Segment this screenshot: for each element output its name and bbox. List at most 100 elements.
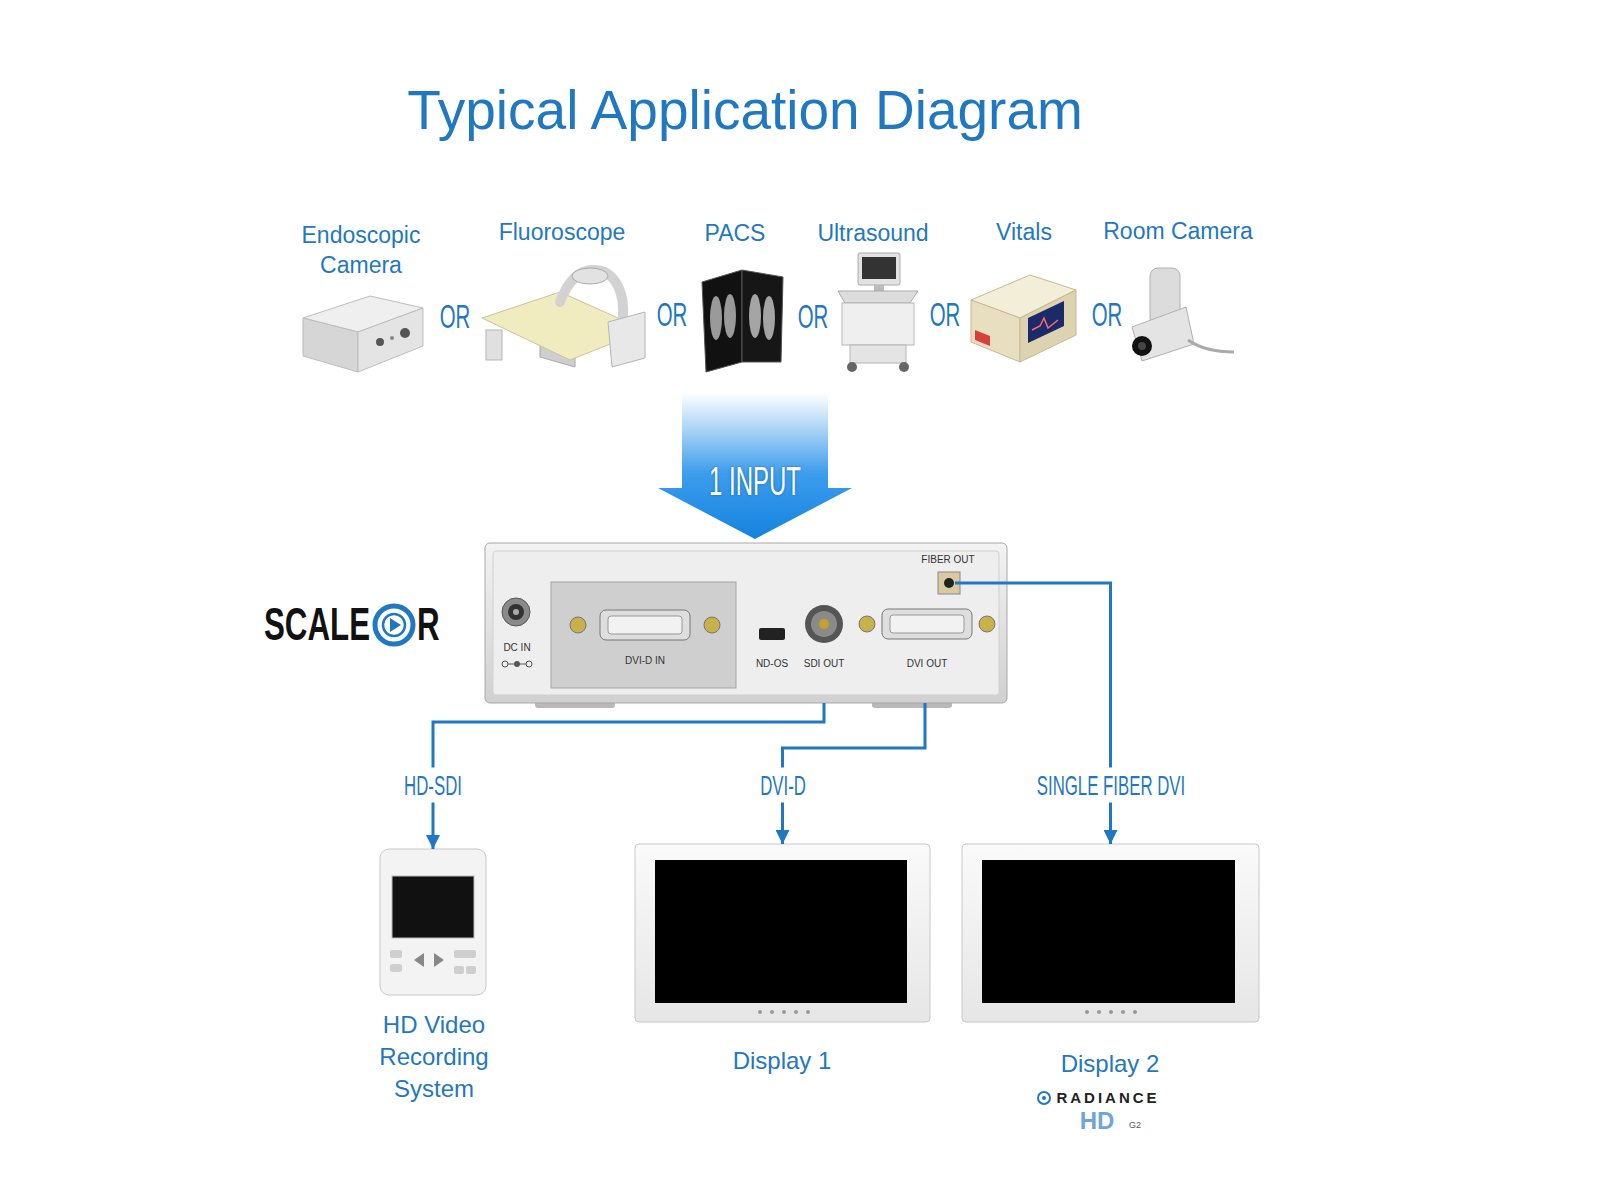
- device-label: Endoscopic Camera: [291, 220, 431, 280]
- or-label: OR: [1092, 293, 1123, 336]
- endoscopic-camera-unit: [303, 318, 358, 372]
- signal-label: HD-SDI: [400, 768, 465, 803]
- scaleor-device: [485, 543, 1007, 708]
- display-monitor: [982, 860, 1235, 1003]
- pacs-monitors: [749, 294, 761, 338]
- endoscopic-camera-unit: [358, 308, 423, 372]
- ultrasound-cart: [847, 362, 857, 372]
- source-device: Endoscopic Camera: [303, 296, 423, 372]
- scaleor-logo-mark: [375, 606, 413, 644]
- port-label: DVI-D IN: [625, 654, 665, 668]
- display-monitor: [794, 1010, 798, 1014]
- endoscopic-camera-unit: [390, 336, 394, 340]
- scaleor-device: [514, 661, 520, 667]
- device-label: HD Video Recording System: [364, 1009, 504, 1105]
- display-monitor: [806, 1010, 810, 1014]
- scaleor-device: [819, 619, 829, 629]
- fluoroscope-c-arm: [486, 330, 502, 360]
- ultrasound-cart: [838, 291, 918, 303]
- vitals-monitor: [1028, 301, 1064, 343]
- endoscopic-camera-unit: [400, 328, 410, 338]
- vitals-monitor: [1032, 318, 1058, 330]
- display-monitor: [1109, 1010, 1113, 1014]
- scaleor-logo-mark: [383, 614, 405, 636]
- brand-logo: R: [417, 596, 440, 654]
- recorder-unit: [454, 950, 476, 958]
- source-device: Room Camera: [1130, 267, 1234, 362]
- source-device: Fluoroscope: [482, 270, 645, 367]
- display-box: Display 1: [635, 844, 930, 1022]
- pacs-monitors: [710, 296, 722, 340]
- pacs-monitors: [742, 270, 783, 362]
- scaleor-device: [890, 615, 964, 633]
- diagram-title: Typical Application Diagram: [407, 76, 1083, 145]
- recorder-unit: [392, 876, 474, 938]
- display-monitor: [635, 844, 930, 1022]
- device-label: PACS: [705, 218, 766, 248]
- scaleor-device: [502, 661, 508, 667]
- scaleor-device: [570, 617, 586, 633]
- scaleor-device: [944, 578, 954, 588]
- scaleor-device: [811, 611, 837, 637]
- room-camera: [1138, 342, 1146, 350]
- scaleor-logo-mark: [375, 606, 413, 644]
- radiance-logo-mark: [1038, 1092, 1050, 1104]
- recorder-unit: [434, 953, 444, 967]
- device-label: Ultrasound: [817, 218, 928, 248]
- pacs-monitors: [702, 270, 742, 372]
- recorder-unit: [454, 966, 464, 974]
- vitals-monitor: [971, 300, 1020, 362]
- device-label: Display 1: [733, 1045, 832, 1077]
- display-monitor: [635, 844, 930, 1022]
- ultrasound-cart: [899, 362, 909, 372]
- display-monitor: [1085, 1010, 1089, 1014]
- device-label: Vitals: [996, 217, 1052, 247]
- device-label: Display 2: [1061, 1048, 1160, 1080]
- vitals-monitor: [975, 330, 990, 346]
- scaleor-device: [979, 616, 995, 632]
- fiber-port-wire: [955, 583, 1007, 584]
- brand-logo: RADIANCE: [1056, 1089, 1159, 1108]
- scaleor-device: [502, 598, 530, 626]
- signal-label: DVI-D: [756, 768, 809, 803]
- recorder-box: HD Video Recording System: [380, 849, 486, 995]
- pacs-monitors: [763, 296, 775, 340]
- ultrasound-cart: [874, 285, 884, 291]
- brand-logo: HD: [1080, 1106, 1115, 1136]
- input-arrow: [658, 393, 852, 539]
- endoscopic-camera-unit: [376, 338, 384, 346]
- or-label: OR: [657, 293, 688, 336]
- recorder-unit: [380, 849, 486, 995]
- scaleor-device: [608, 616, 682, 634]
- or-label: OR: [798, 295, 829, 338]
- input-label: 1 INPUT: [709, 456, 801, 506]
- scaleor-device: [882, 609, 972, 639]
- pacs-monitors: [702, 270, 783, 372]
- ultrasound-cart: [858, 253, 900, 285]
- display-monitor: [758, 1010, 762, 1014]
- recorder-unit: [466, 966, 476, 974]
- scaleor-device: [493, 551, 999, 695]
- scaleor-device: [508, 604, 524, 620]
- fiber-port-wire: [955, 582, 1007, 585]
- scaleor-device: [600, 610, 690, 640]
- recorder-unit: [414, 953, 424, 967]
- scaleor-device: [508, 664, 514, 665]
- or-label: OR: [440, 295, 471, 338]
- display-monitor: [962, 844, 1259, 1022]
- display-monitor: [655, 860, 907, 1003]
- fluoroscope-c-arm: [482, 268, 645, 367]
- vitals-monitor: [971, 275, 1076, 362]
- display-monitor: [962, 844, 1259, 1022]
- source-device: Ultrasound: [838, 253, 918, 372]
- scaleor-device: [513, 609, 519, 615]
- port-label: DC IN: [503, 641, 530, 655]
- scaleor-device: [520, 664, 526, 665]
- ultrasound-cart: [838, 253, 918, 372]
- input-arrow: [658, 393, 852, 539]
- ultrasound-cart: [862, 257, 896, 279]
- radiance-logo-mark: [1038, 1092, 1050, 1104]
